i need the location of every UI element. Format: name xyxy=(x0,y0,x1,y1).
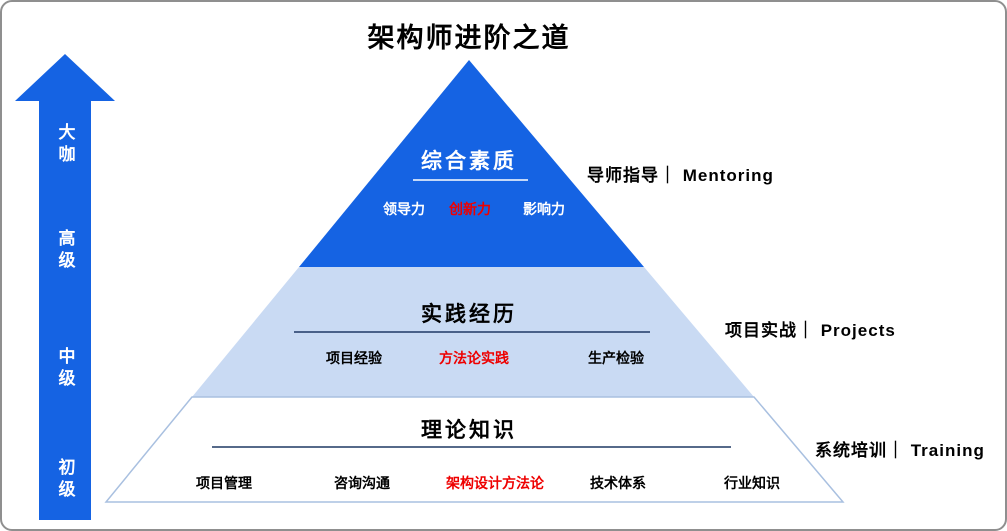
arrow-up-icon xyxy=(15,54,115,101)
side-label-projects: 项目实战｜ Projects xyxy=(725,321,896,340)
level-label-mid: 中级 xyxy=(55,347,75,391)
tier3-item-consulting: 咨询沟通 xyxy=(334,475,390,491)
tier1-item-influence: 影响力 xyxy=(523,201,565,217)
tier3-heading: 理论知识 xyxy=(421,419,517,442)
tier3-item-architecture-methodology: 架构设计方法论 xyxy=(446,475,544,491)
tier2-item-methodology-practice: 方法论实践 xyxy=(439,350,509,366)
tier2-item-project-experience: 项目经验 xyxy=(326,350,382,366)
tier1-shape xyxy=(299,60,644,267)
level-label-top: 大咖 xyxy=(55,123,75,167)
level-label-senior: 高级 xyxy=(55,229,75,273)
tier1-item-innovation: 创新力 xyxy=(449,201,491,217)
tier1-item-leadership: 领导力 xyxy=(383,201,425,217)
arrow-shaft xyxy=(39,99,91,520)
side-label-training: 系统培训｜ Training xyxy=(815,441,985,460)
tier3-item-industry-knowledge: 行业知识 xyxy=(724,475,780,491)
level-label-junior: 初级 xyxy=(55,458,75,502)
side-label-mentoring: 导师指导｜ Mentoring xyxy=(587,166,774,185)
page-title: 架构师进阶之道 xyxy=(367,23,571,53)
tier2-item-production-verification: 生产检验 xyxy=(588,350,644,366)
tier2-heading: 实践经历 xyxy=(421,303,517,326)
tier3-item-tech-system: 技术体系 xyxy=(590,475,646,491)
tier1-heading: 综合素质 xyxy=(421,150,517,173)
tier3-shape xyxy=(104,396,845,503)
tier3-item-project-management: 项目管理 xyxy=(196,475,252,491)
